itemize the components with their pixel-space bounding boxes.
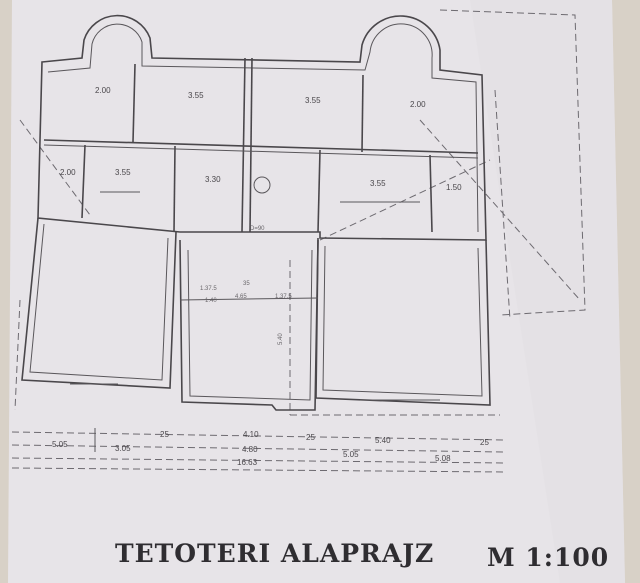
inner-dim: 35 (243, 281, 250, 287)
dim-label: 5.08 (435, 454, 451, 463)
room-value: 3.55 (115, 168, 131, 177)
inner-dim: 1.37.5 (275, 294, 292, 300)
inner-dim: 1.40 (205, 298, 217, 304)
room-value: 2.00 (95, 86, 111, 95)
dim-label: 5.05 (52, 440, 68, 449)
dim-label: 25 (306, 433, 315, 442)
dim-label: 4.80 (242, 445, 258, 454)
dim-label: 25 (480, 438, 489, 447)
room-value: 3.55 (370, 179, 386, 188)
plan-title: TETOTERI ALAPRAJZ (115, 539, 434, 568)
dim-label: 3.05 (115, 444, 131, 453)
room-value: 2.00 (410, 100, 426, 109)
inner-dim: 4.65 (235, 294, 247, 300)
inner-dim: D=90 (250, 226, 265, 232)
dim-label: 25 (160, 430, 169, 439)
room-value: 3.55 (305, 96, 321, 105)
dim-total: 16.63 (237, 458, 258, 467)
room-value: 1.50 (446, 183, 462, 192)
dim-label: 5.05 (343, 450, 359, 459)
plan-scale: M 1:100 (487, 543, 609, 572)
room-value: 2.00 (60, 168, 76, 177)
dim-label: 4.10 (243, 430, 259, 439)
room-value: 3.55 (188, 91, 204, 100)
dim-label: 5.40 (375, 436, 391, 445)
inner-dim: 5.40 (278, 333, 284, 345)
dimension-lines (11, 428, 506, 473)
room-value: 3.30 (205, 175, 221, 184)
roof-outline (14, 9, 586, 416)
walls (21, 14, 491, 411)
inner-dim: 1.37.5 (200, 286, 217, 292)
